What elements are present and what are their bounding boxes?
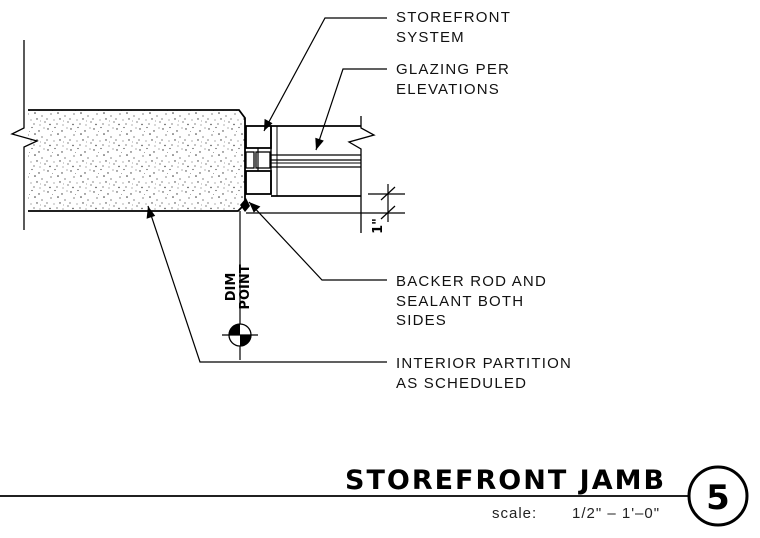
detail-number-circle [687, 465, 749, 527]
sealant-joint [240, 198, 250, 212]
svg-text:SYSTEM: SYSTEM [396, 29, 465, 46]
svg-text:SEALANT BOTH: SEALANT BOTH [396, 293, 524, 310]
detail-title: STOREFRONT JAMB [345, 465, 666, 496]
svg-text:ELEVATIONS: ELEVATIONS [396, 81, 500, 98]
title-block: STOREFRONT JAMB scale: 1/2" – 1'–0" 5 [0, 465, 749, 527]
svg-text:GLAZING PER: GLAZING PER [396, 61, 510, 78]
dimension-1-inch [246, 184, 405, 222]
dim-point-symbol [222, 323, 258, 347]
leader-arrowheads [146, 118, 324, 219]
note-backer-rod: BACKER ROD AND SEALANT BOTH SIDES [396, 273, 547, 329]
note-interior-partition: INTERIOR PARTITION AS SCHEDULED [396, 355, 572, 392]
svg-text:INTERIOR PARTITION: INTERIOR PARTITION [396, 355, 572, 372]
detail-number: 5 [706, 478, 730, 518]
svg-text:STOREFRONT: STOREFRONT [396, 9, 511, 26]
dim-point-label-point: POINT [238, 264, 253, 309]
note-glazing: GLAZING PER ELEVATIONS [396, 61, 510, 98]
svg-text:AS SCHEDULED: AS SCHEDULED [396, 375, 527, 392]
svg-text:BACKER ROD AND: BACKER ROD AND [396, 273, 547, 290]
storefront-frame [245, 125, 278, 196]
dimension-label: 1" [371, 218, 386, 234]
glazing [271, 116, 376, 233]
scale-value: 1/2" – 1'–0" [572, 505, 660, 522]
leader-lines [147, 17, 387, 363]
scale-label: scale: [492, 505, 537, 522]
partition-wall [10, 40, 246, 230]
svg-text:SIDES: SIDES [396, 312, 447, 329]
note-storefront-system: STOREFRONT SYSTEM [396, 9, 511, 46]
dim-point-label-dim: DIM [224, 273, 239, 302]
